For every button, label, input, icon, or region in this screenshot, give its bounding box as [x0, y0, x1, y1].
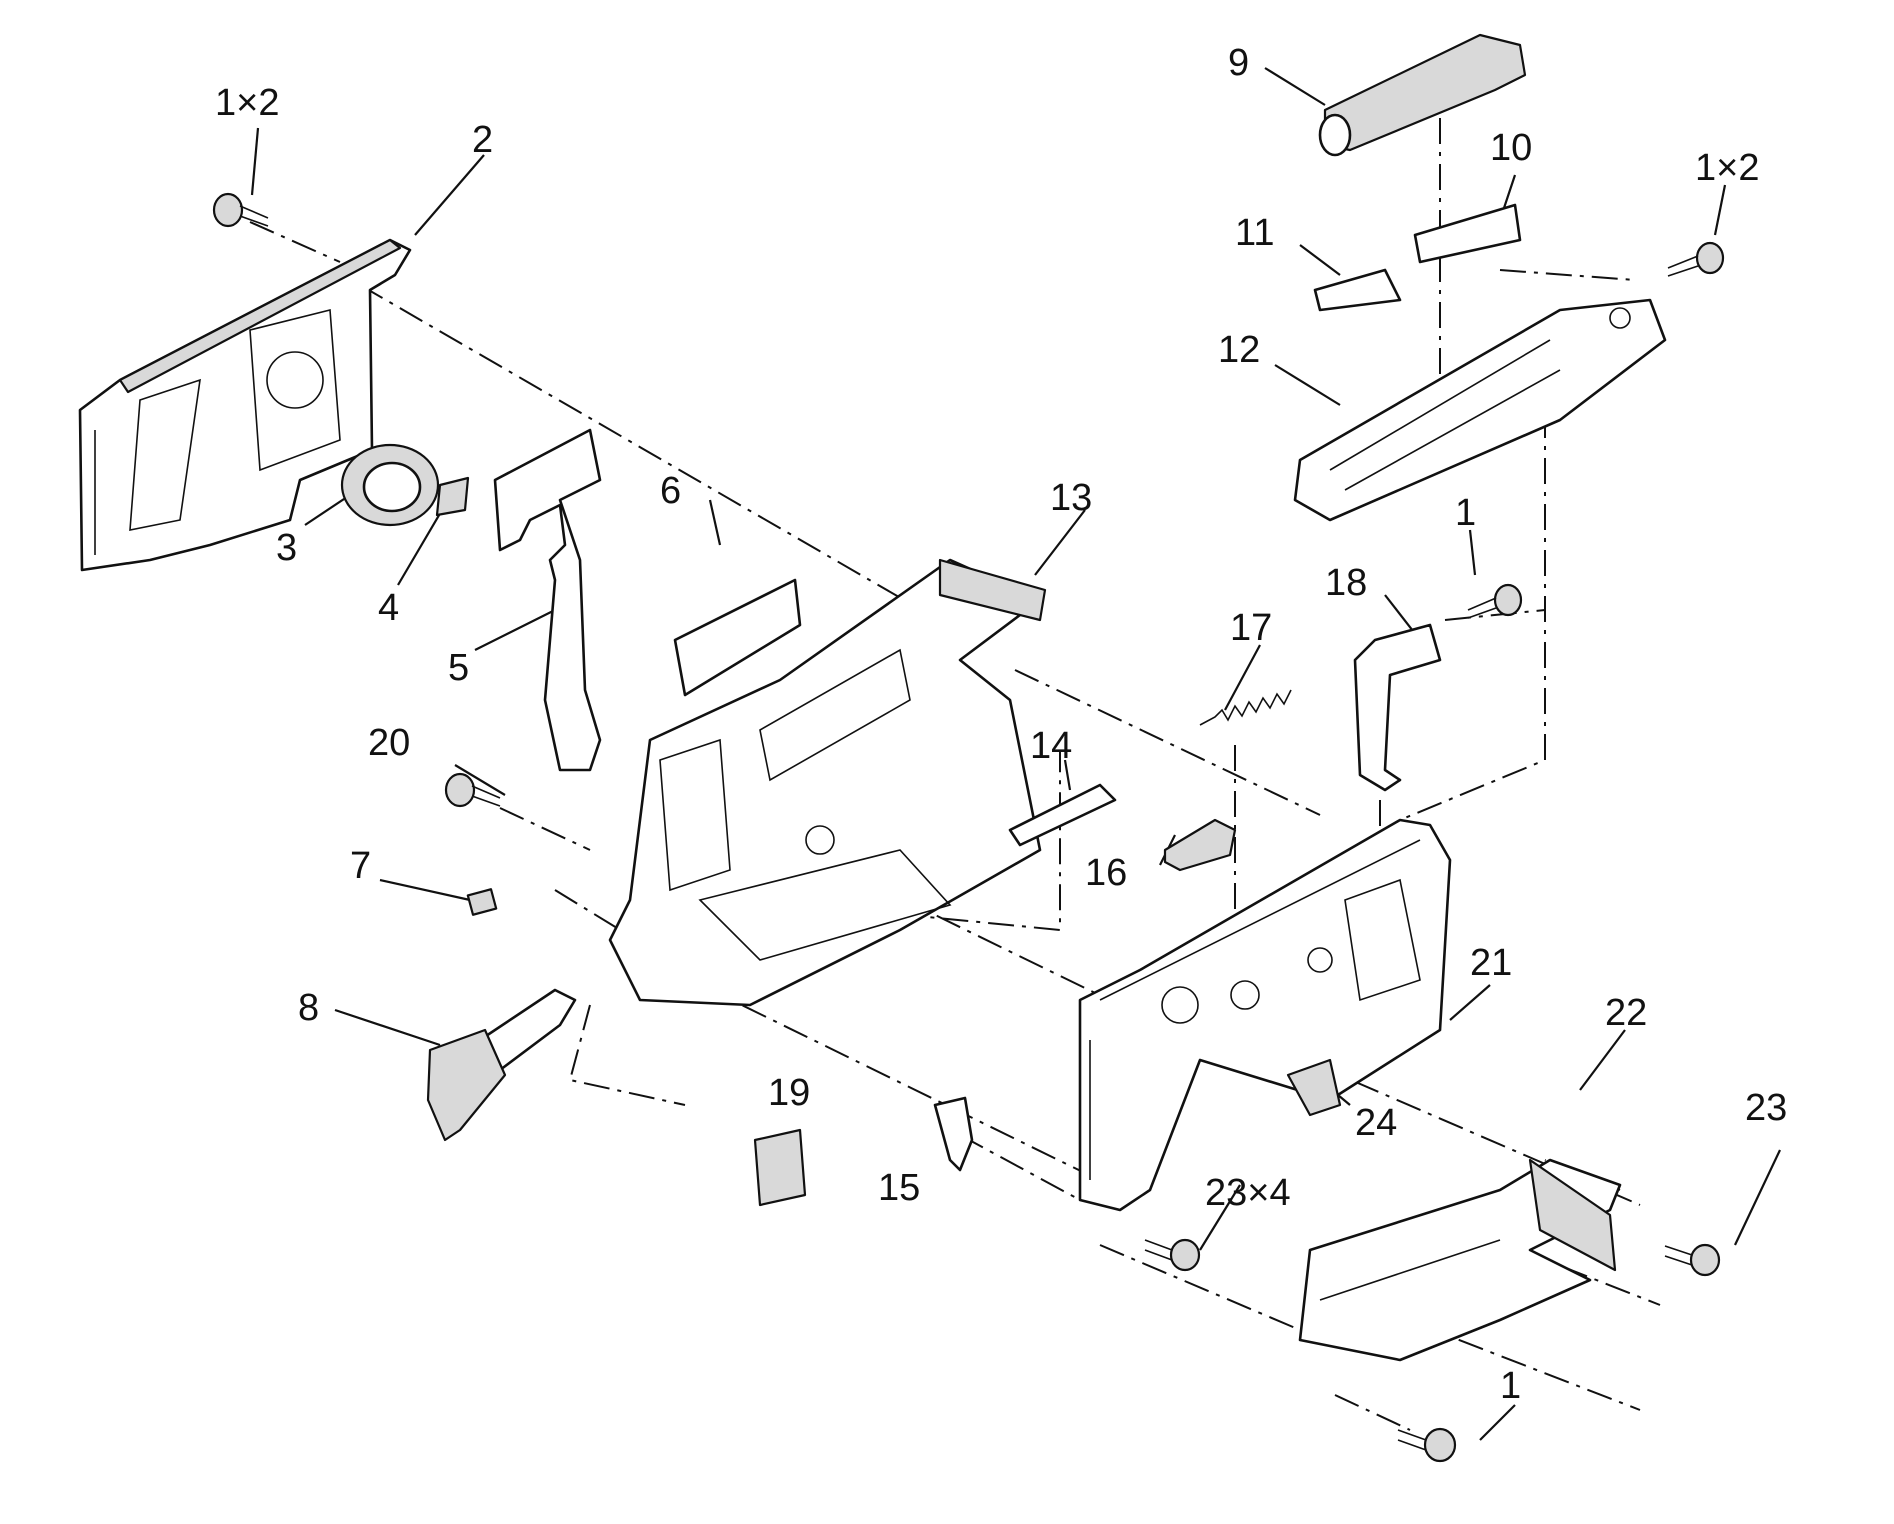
part-side-panel — [78, 238, 412, 572]
screw-icon — [1664, 1243, 1721, 1277]
callout-1x2-left: 1×2 — [215, 82, 279, 124]
part-sheet-11 — [1313, 268, 1402, 312]
part-sheet-10 — [1413, 203, 1522, 264]
callout-16: 16 — [1085, 852, 1127, 894]
screw-icon — [444, 772, 501, 808]
callout-23x4: 23×4 — [1205, 1172, 1291, 1214]
part-nut — [466, 888, 498, 916]
callout-3: 3 — [276, 527, 297, 569]
part-side-bracket — [1353, 623, 1442, 792]
callout-6: 6 — [660, 470, 681, 512]
callout-15: 15 — [878, 1167, 920, 1209]
callout-labels: 1×2 2 3 4 5 6 7 8 9 10 11 1×2 12 13 1 18… — [215, 42, 1787, 1407]
part-clip — [933, 1096, 974, 1172]
part-ring — [340, 443, 440, 527]
callout-19: 19 — [768, 1072, 810, 1114]
callout-7: 7 — [350, 845, 371, 887]
callout-1-lower: 1 — [1500, 1365, 1521, 1407]
part-spring — [1199, 689, 1292, 726]
part-flex-bracket — [493, 428, 602, 772]
callout-24: 24 — [1355, 1102, 1397, 1144]
callout-20: 20 — [368, 722, 410, 764]
screw-icon — [212, 192, 269, 228]
part-small-pad — [435, 476, 470, 517]
callout-11: 11 — [1235, 212, 1274, 254]
callout-14: 14 — [1030, 725, 1072, 767]
callout-21: 21 — [1470, 942, 1512, 984]
part-sheet-14 — [1008, 783, 1117, 847]
callout-13: 13 — [1050, 477, 1092, 519]
screw-icon — [1397, 1427, 1457, 1463]
part-bottom-plate — [1298, 1158, 1622, 1362]
part-main-frame — [608, 558, 1047, 1007]
part-top-cover — [1293, 298, 1667, 522]
callout-9: 9 — [1228, 42, 1249, 84]
screw-icon — [1144, 1238, 1201, 1272]
callout-12: 12 — [1218, 329, 1260, 371]
part-insulation-sheet — [673, 578, 802, 697]
callout-4: 4 — [378, 587, 399, 629]
part-tab — [1286, 1058, 1342, 1117]
callout-1x2-right: 1×2 — [1695, 147, 1759, 189]
callout-10: 10 — [1490, 127, 1532, 169]
callout-22: 22 — [1605, 992, 1647, 1034]
part-right-chassis — [1078, 818, 1452, 1212]
callout-18: 18 — [1325, 562, 1367, 604]
callout-5: 5 — [448, 647, 469, 689]
part-top-knob — [1318, 33, 1527, 157]
callout-1-upper: 1 — [1455, 492, 1476, 534]
part-lever — [426, 988, 577, 1142]
callout-8: 8 — [298, 987, 319, 1029]
screw-icon — [1667, 241, 1725, 277]
callout-2: 2 — [472, 119, 493, 161]
part-block — [753, 1128, 807, 1207]
leader-lines — [250, 67, 1781, 1441]
screw-icon — [1467, 583, 1523, 619]
callout-17: 17 — [1230, 607, 1272, 649]
callout-23: 23 — [1745, 1087, 1787, 1129]
part-plunger — [1163, 818, 1237, 872]
